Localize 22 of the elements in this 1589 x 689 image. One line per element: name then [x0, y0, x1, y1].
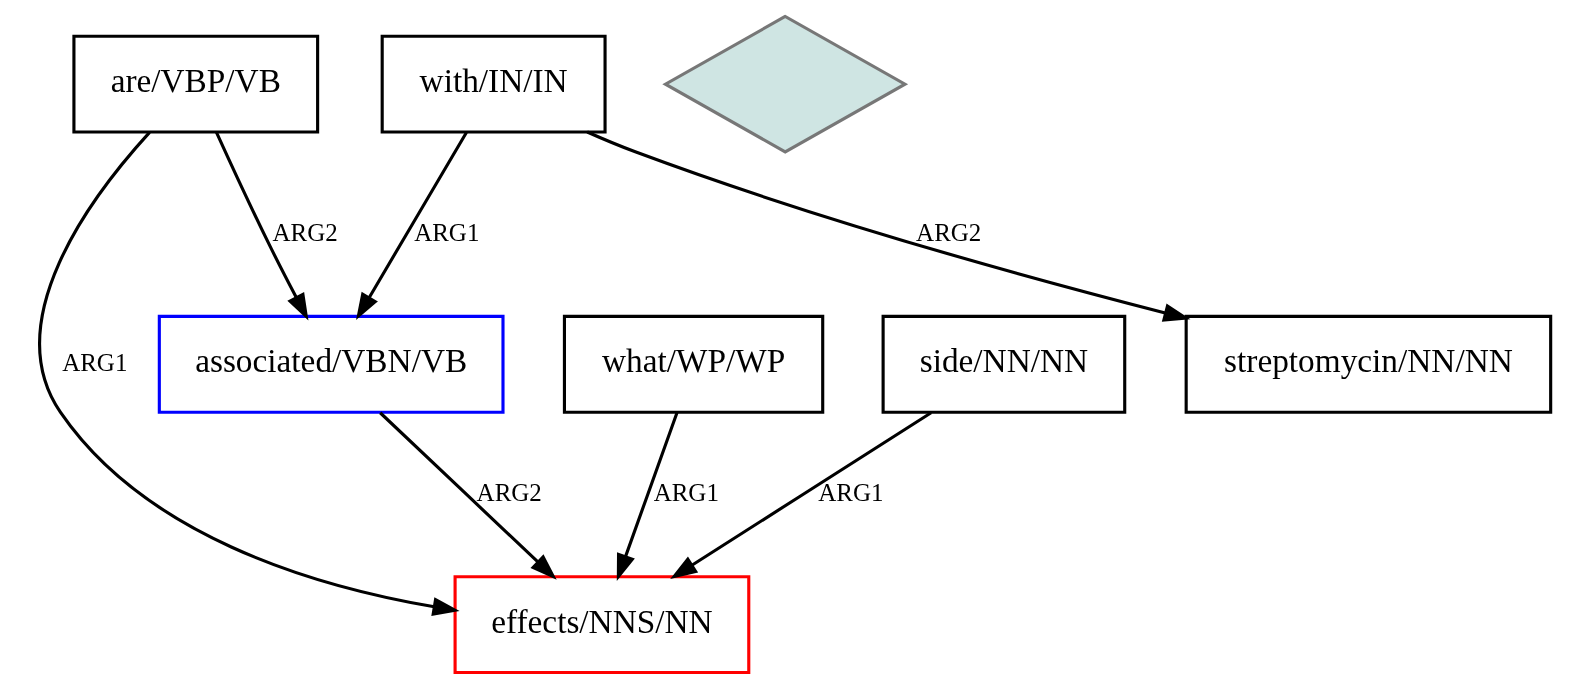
arrow: [669, 411, 932, 580]
arrow: [616, 412, 678, 581]
arrow: [214, 131, 308, 321]
node-diamond: [661, 14, 908, 154]
node-box: streptomycin/NN/NN: [1184, 314, 1552, 414]
edge-label: ARG1: [61, 348, 127, 376]
edge-label: ARG2: [272, 218, 338, 246]
edge-label: ARG2: [915, 218, 981, 246]
edge-label: ARG2: [476, 478, 542, 506]
edge-label: ARG1: [653, 478, 719, 506]
node-box: associated/VBN/VB: [157, 314, 505, 414]
arrow: [355, 131, 468, 320]
node-box: are/VBP/VB: [71, 34, 319, 134]
arrow: [37, 131, 460, 616]
node-box: side/NN/NN: [881, 314, 1126, 414]
node-box: effects/NNS/NN: [453, 575, 750, 675]
arrow: [378, 411, 557, 580]
edge-label: ARG1: [817, 478, 883, 506]
edge-label: ARG1: [413, 218, 479, 246]
node-box: with/IN/IN: [380, 34, 607, 134]
arrow: [586, 130, 1190, 322]
node-box: what/WP/WP: [562, 314, 824, 414]
